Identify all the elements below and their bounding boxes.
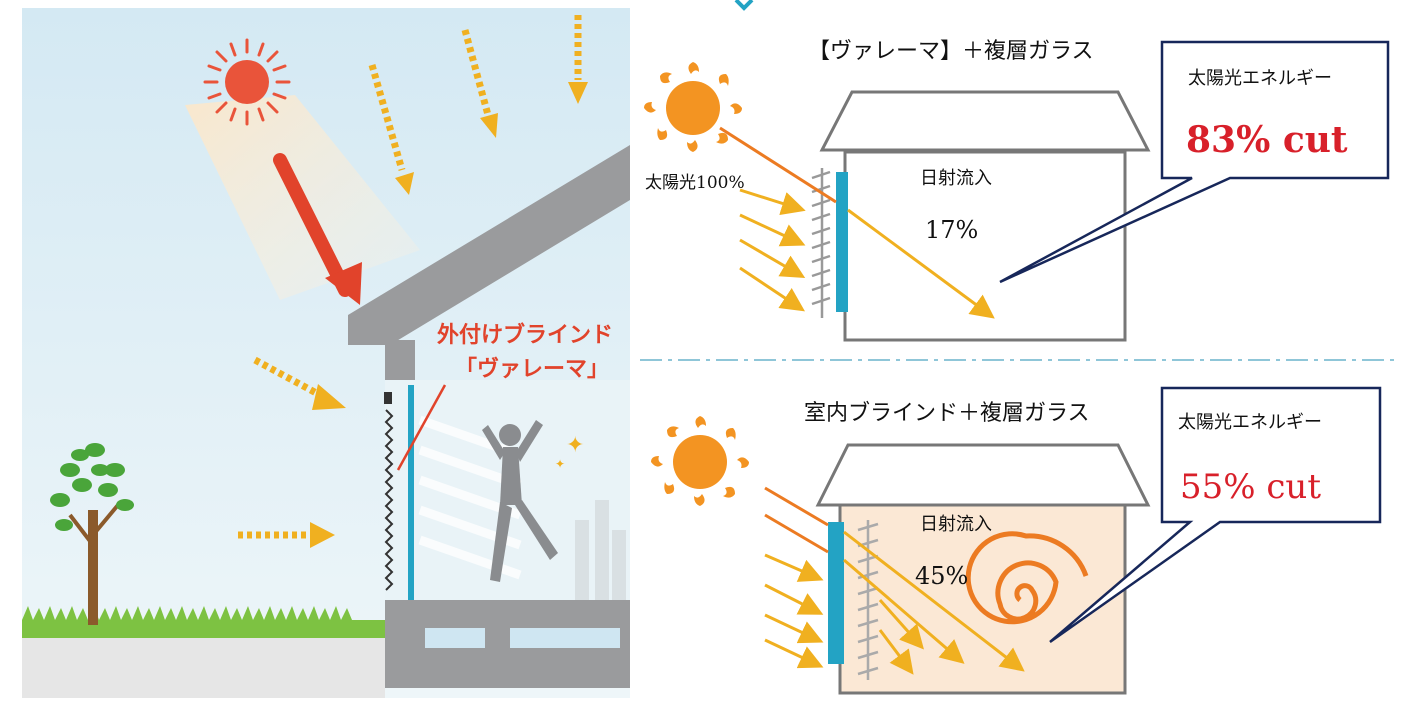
top-callout-label: 太陽光エネルギー: [1188, 68, 1332, 89]
top-inflow-value: 17%: [925, 216, 978, 244]
bottom-inflow-value: 45%: [915, 562, 968, 590]
background-buildings: [575, 500, 626, 600]
callout-leader: [396, 384, 447, 471]
sparkle-icon-small: ✦: [555, 457, 565, 471]
bottom-inflow-label: 日射流入: [920, 514, 992, 535]
person-figure: [482, 420, 558, 582]
roof-post: [385, 340, 415, 380]
bottom-callout-value: 55% cut: [1180, 467, 1321, 507]
left-callout-line1: 外付けブラインド: [437, 322, 613, 348]
top-callout-value: 83% cut: [1186, 119, 1348, 161]
bottom-callout-box: [1049, 386, 1382, 644]
bottom-inflow-arrows: [843, 530, 1025, 675]
top-title: 【ヴァレーマ】＋複層ガラス: [808, 39, 1094, 64]
top-inflow-arrow: [847, 208, 995, 319]
bottom-diagram: 室内ブラインド＋複層ガラス: [651, 386, 1382, 695]
sparkle-icon: ✦: [566, 433, 584, 458]
chevron-down-icon: [734, 0, 754, 11]
window-glass: [408, 385, 414, 600]
bottom-callout-label: 太陽光エネルギー: [1178, 412, 1322, 433]
bottom-internal-blind: [857, 520, 879, 680]
bottom-glass: [828, 522, 844, 664]
top-external-blind: [811, 168, 831, 318]
top-callout-box: [999, 40, 1390, 284]
bottom-title: 室内ブラインド＋複層ガラス: [804, 401, 1090, 426]
bottom-sun-icon: [651, 416, 749, 506]
bottom-house-roof: [815, 443, 1151, 507]
left-illustration: ✦ ✦: [22, 8, 630, 698]
bottom-sunrays: [764, 486, 829, 554]
direct-sun-arrow: [273, 153, 352, 297]
vent-left: [425, 628, 485, 648]
top-sunray-outer: [719, 126, 837, 204]
top-diagram: 【ヴァレーマ】＋複層ガラス: [644, 39, 1390, 342]
grass: [22, 606, 385, 638]
direct-sun-arrow-head: [325, 262, 362, 305]
diffuse-arrow-heads: [310, 82, 588, 548]
roof: [348, 145, 630, 345]
sun-icon: [203, 38, 291, 126]
vent-right: [510, 628, 620, 648]
top-sun-icon: [644, 62, 742, 152]
top-inflow-label: 日射流入: [920, 168, 992, 189]
left-callout-line2: 「ヴァレーマ」: [455, 356, 609, 382]
ground: [22, 635, 385, 698]
top-glass: [836, 172, 848, 312]
bottom-incoming-arrows: [764, 553, 824, 669]
top-house-roof: [819, 90, 1151, 152]
tree-icon: [50, 443, 134, 625]
top-incoming-arrows: [739, 188, 806, 312]
heat-spiral-icon: [965, 531, 1089, 625]
top-sunlight-label: 太陽光100%: [645, 173, 745, 193]
diffuse-arrows: [238, 15, 582, 539]
external-blind: [384, 392, 394, 591]
